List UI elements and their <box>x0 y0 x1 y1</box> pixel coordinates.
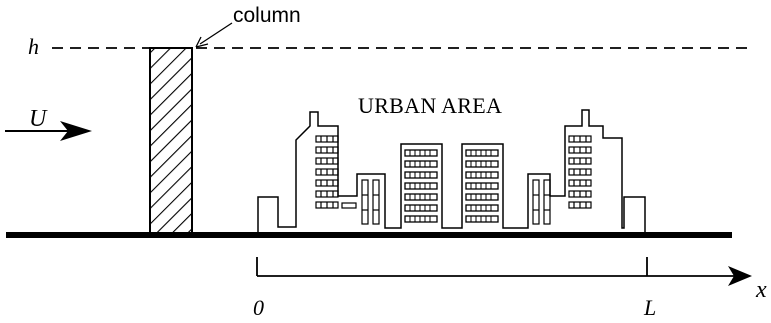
city-skyline <box>257 109 646 232</box>
column-label: column <box>233 4 301 27</box>
left-tower-windows <box>315 135 339 209</box>
center-right-tower-windows <box>465 149 499 223</box>
small-building-windows <box>341 179 551 225</box>
length-label: L <box>644 295 657 320</box>
right-tower-windows <box>568 135 592 209</box>
origin-label: 0 <box>253 295 264 320</box>
x-axis-label: x <box>756 277 767 303</box>
ground-line <box>6 232 732 238</box>
x-axis <box>256 257 752 286</box>
x-axis-arrowhead <box>728 266 752 286</box>
column-pointer-arrow <box>195 22 233 48</box>
wind-arrow <box>5 121 92 141</box>
urban-area-label: URBAN AREA <box>358 93 503 118</box>
center-left-tower-windows <box>404 149 438 223</box>
column <box>149 47 193 234</box>
height-label: h <box>28 34 39 59</box>
wind-speed-label: U <box>29 106 47 132</box>
